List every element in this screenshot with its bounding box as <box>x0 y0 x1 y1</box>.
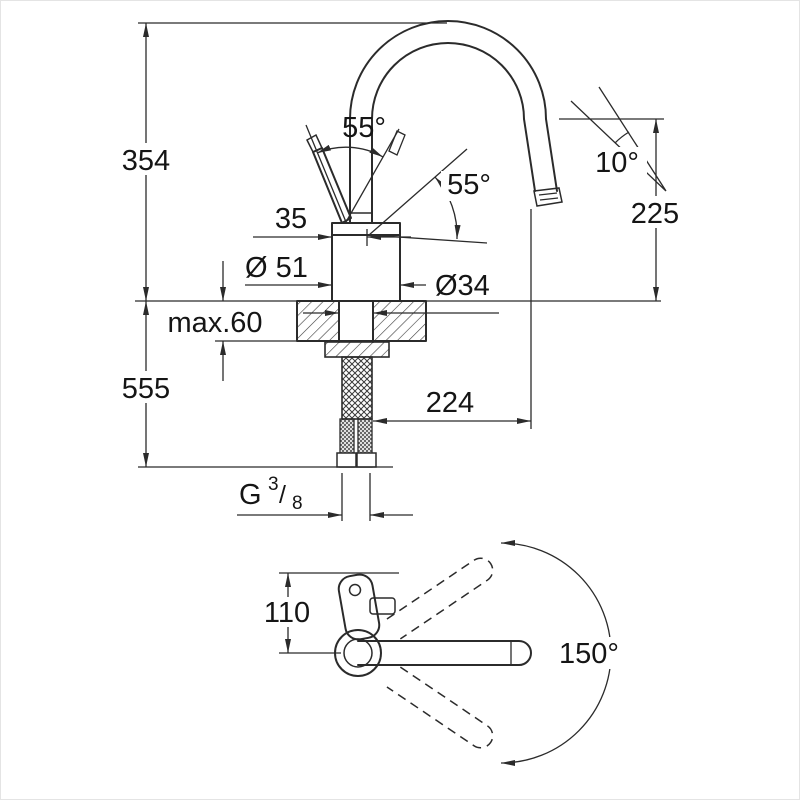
label-mask <box>115 371 177 403</box>
thread-label-g: G <box>239 479 262 511</box>
lever-handle <box>312 147 352 224</box>
angle-label-150: 150° <box>559 638 619 670</box>
angle-lines-handle-upper <box>305 124 400 223</box>
label-mask <box>115 143 177 175</box>
counter-hatch-right <box>373 302 426 340</box>
label-mask <box>257 597 317 627</box>
mounting-nut <box>324 341 390 358</box>
angle-label-10: 10° <box>595 147 639 179</box>
dim-label-354: 354 <box>122 145 170 177</box>
base-outer-circle <box>334 629 382 677</box>
dim-label-225: 225 <box>631 198 679 230</box>
label-mask <box>587 147 647 177</box>
lever-knob <box>306 133 323 153</box>
label-mask <box>625 196 685 228</box>
counter-hatch-left <box>297 302 339 340</box>
shaft-through-deck <box>338 300 374 343</box>
angle-label-55-upper: 55° <box>342 112 386 144</box>
label-mask <box>555 637 623 669</box>
dim-label-max60: max.60 <box>167 307 262 339</box>
thread-label-denominator: 8 <box>292 493 303 514</box>
hose-connector-left <box>336 452 357 468</box>
side-view <box>296 20 563 468</box>
swivel-arm-upper <box>386 557 494 640</box>
angle-lines-outlet <box>570 86 667 192</box>
spout-outlet <box>523 118 558 192</box>
lever-side-plate <box>369 597 396 615</box>
angle-arc-handle-lower <box>434 176 461 240</box>
spout-riser <box>349 118 373 224</box>
dim-label-555: 555 <box>122 373 170 405</box>
dimension-annotations: 354 555 225 10° 55° 55° 35 Ø 51 Ø34 <box>115 22 685 521</box>
spout-inner-arc <box>371 42 525 120</box>
label-mask <box>441 171 497 201</box>
faucet-body <box>331 222 401 302</box>
threaded-shank <box>341 356 373 420</box>
spout-arm-top <box>357 640 532 666</box>
dim-label-110: 110 <box>264 597 310 629</box>
spout-outer-arc <box>349 20 547 120</box>
dim-label-d34: Ø34 <box>435 270 490 302</box>
lever-top-knob <box>348 583 362 597</box>
dim-label-35: 35 <box>275 203 307 235</box>
top-view: 150° 110 <box>257 540 623 766</box>
lever-top-view <box>337 573 381 641</box>
thread-label-slash: / <box>279 481 286 509</box>
hose-connector-right <box>356 452 377 468</box>
base-inner-circle <box>343 638 373 668</box>
dim-thread-ext <box>341 473 371 521</box>
aerator <box>533 187 563 207</box>
dim-label-d51: Ø 51 <box>245 252 308 284</box>
angle-arc-outlet <box>614 131 630 144</box>
aerator-detail <box>538 192 559 201</box>
angle-label-55-lower: 55° <box>447 169 491 201</box>
thread-label-numerator: 3 <box>268 474 279 495</box>
angle-lines-handle-lower <box>368 148 488 244</box>
swivel-arm-lower <box>386 666 494 749</box>
angle-arc-handle-upper <box>316 144 384 158</box>
dim-label-224: 224 <box>426 387 474 419</box>
